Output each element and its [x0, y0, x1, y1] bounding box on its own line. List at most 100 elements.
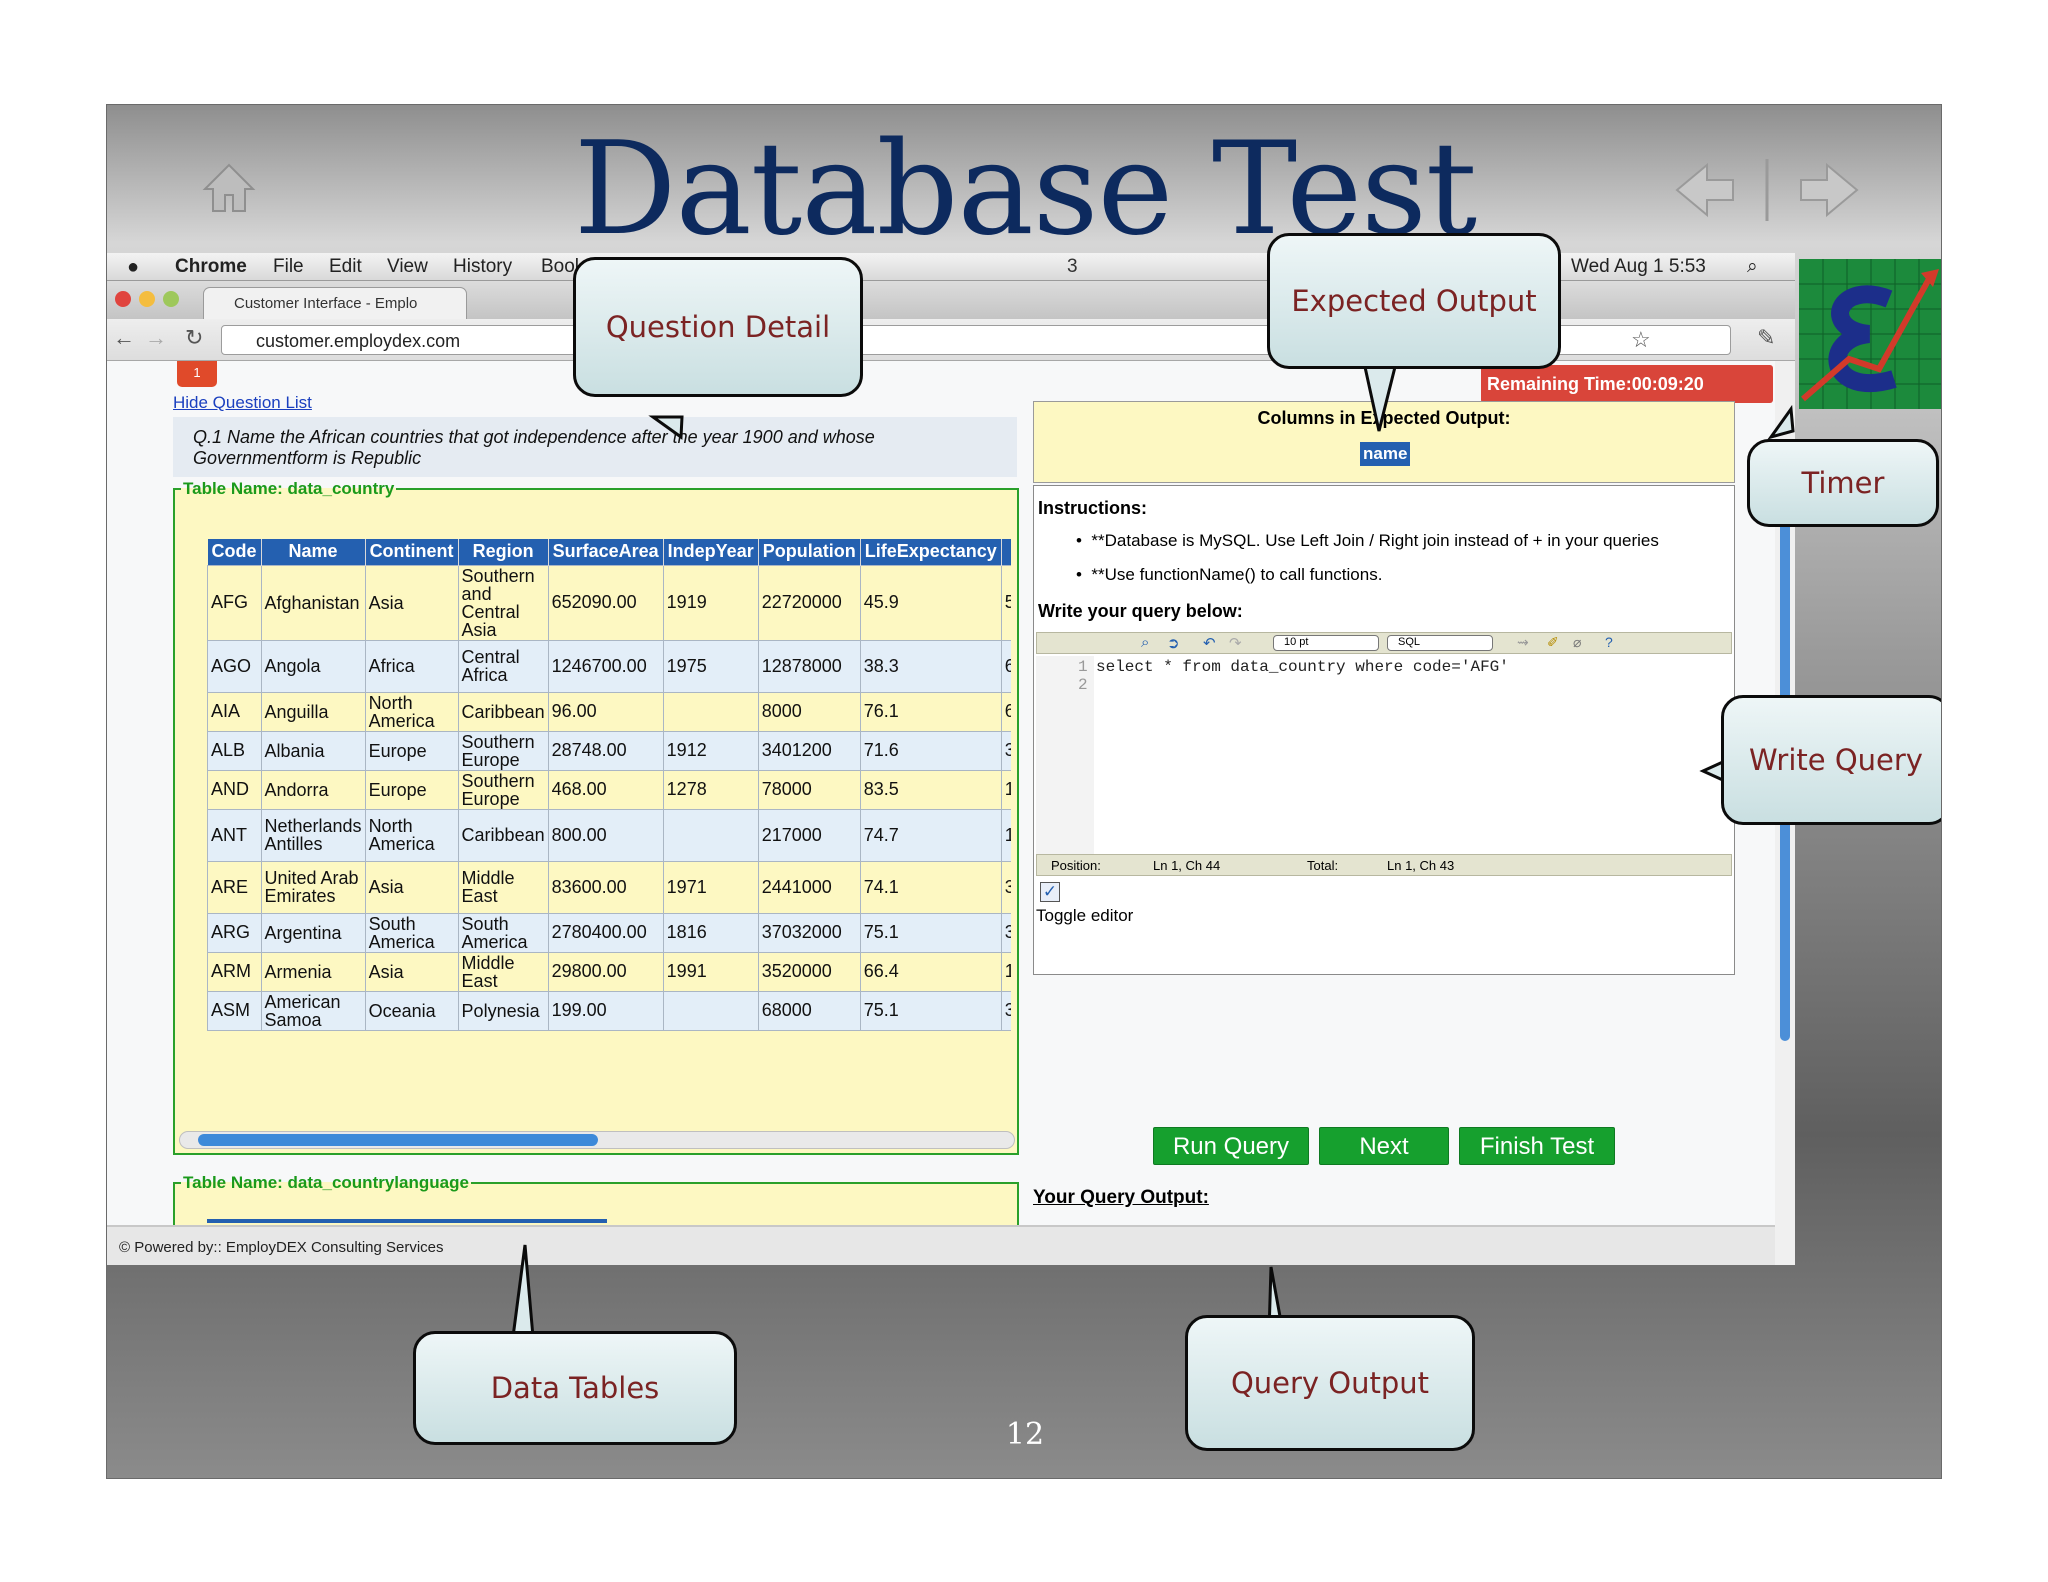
- instructions-title: Instructions:: [1038, 498, 1148, 518]
- instruction-1: • **Database is MySQL. Use Left Join / R…: [1076, 531, 1659, 550]
- table-cell: 29800.00: [547, 951, 664, 992]
- goto-icon[interactable]: ➲: [1167, 635, 1180, 652]
- column-header: SurfaceArea: [548, 539, 664, 565]
- table-cell: ASM: [207, 990, 262, 1031]
- table-cell: 75.1: [859, 912, 1002, 953]
- table-cell: 199.00: [547, 990, 664, 1031]
- table-cell: 1912: [662, 730, 759, 771]
- table-cell: 800.00: [547, 808, 664, 862]
- column-header: LifeExpectancy: [860, 539, 1002, 565]
- reload-icon[interactable]: ↻: [185, 325, 204, 350]
- table-cell: 6: [1000, 639, 1011, 693]
- back-icon[interactable]: ←: [113, 325, 135, 350]
- table-cell: 1: [1000, 808, 1011, 862]
- menu-chrome[interactable]: Chrome: [175, 256, 247, 277]
- menu-view[interactable]: View: [387, 256, 428, 277]
- question-badge[interactable]: 1: [177, 361, 217, 387]
- table-cell: 3: [1000, 990, 1011, 1031]
- hide-question-list-link[interactable]: Hide Question List: [173, 393, 312, 412]
- table-cell: 74.1: [859, 860, 1002, 914]
- query-editor[interactable]: 1 2 select * from data_country where cod…: [1036, 656, 1716, 854]
- undo-icon[interactable]: ↶: [1203, 635, 1216, 652]
- minimize-window-icon[interactable]: [139, 291, 155, 307]
- clean-icon[interactable]: ✐: [1547, 634, 1559, 650]
- toggle-editor-checkbox[interactable]: ✓: [1040, 882, 1060, 902]
- menu-history[interactable]: History: [453, 256, 513, 277]
- table-cell: Southern and Central Asia: [457, 564, 549, 641]
- table-cell: 78000: [757, 769, 861, 810]
- table-cell: 2780400.00: [547, 912, 664, 953]
- callout-write-query: Write Query: [1721, 695, 1941, 825]
- syntax-select[interactable]: SQL: [1387, 635, 1493, 651]
- prev-arrow-icon: [1675, 162, 1734, 218]
- table-cell: 74.7: [859, 808, 1002, 862]
- home-icon[interactable]: [199, 157, 259, 217]
- zoom-window-icon[interactable]: [163, 291, 179, 307]
- finish-test-button[interactable]: Finish Test: [1459, 1127, 1615, 1165]
- table-cell: AFG: [207, 564, 262, 641]
- column-header: Population: [758, 539, 861, 565]
- table-cell: Europe: [364, 730, 459, 771]
- table-cell: ARM: [207, 951, 262, 992]
- table-cell: 1971: [662, 860, 759, 914]
- table-cell: 3520000: [757, 951, 861, 992]
- language-table-panel: Table Name: data_countrylanguage: [173, 1173, 1019, 1233]
- reset-icon[interactable]: ⌀: [1573, 634, 1582, 650]
- menu-edit[interactable]: Edit: [329, 256, 362, 277]
- table-cell: 3: [1000, 730, 1011, 771]
- table-cell: Oceania: [364, 990, 459, 1031]
- page-number: 12: [1005, 1417, 1045, 1452]
- column-header: [1001, 539, 1011, 565]
- menu-file[interactable]: File: [273, 256, 304, 277]
- table-name-language: Table Name: data_countrylanguage: [183, 1173, 469, 1192]
- help-icon[interactable]: ?: [1605, 634, 1613, 650]
- query-text[interactable]: select * from data_country where code='A…: [1096, 658, 1509, 676]
- wrench-icon[interactable]: ✎: [1757, 325, 1776, 350]
- slide-nav-arrows[interactable]: [1667, 155, 1867, 225]
- table-cell: 1919: [662, 564, 759, 641]
- status-count: 3: [1067, 256, 1078, 277]
- editor-statusbar: Position: Ln 1, Ch 44 Total: Ln 1, Ch 43: [1036, 854, 1732, 876]
- spotlight-icon[interactable]: ⌕: [1747, 256, 1758, 277]
- table-name-country: Table Name: data_country: [183, 479, 395, 498]
- table-cell: Central Africa: [457, 639, 549, 693]
- table-cell: United Arab Emirates: [260, 860, 366, 914]
- table-cell: 96.00: [547, 691, 664, 732]
- tab-customer-interface[interactable]: Customer Interface - Emplo: [203, 287, 467, 319]
- editor-toolbar: ⌕ ➲ ↶ ↷ 10 pt SQL ⇝ ✐ ⌀ ?: [1036, 632, 1732, 654]
- font-size-select[interactable]: 10 pt: [1273, 635, 1379, 651]
- scrollbar-thumb[interactable]: [198, 1134, 598, 1146]
- apple-icon[interactable]: ●: [127, 256, 140, 278]
- callout-timer: Timer: [1747, 439, 1939, 527]
- bookmark-star-icon[interactable]: ☆: [1631, 327, 1651, 352]
- table-cell: Southern Europe: [457, 730, 549, 771]
- forward-icon[interactable]: →: [145, 325, 167, 350]
- table-cell: 83600.00: [547, 860, 664, 914]
- table-cell: 1: [1000, 769, 1011, 810]
- horizontal-scrollbar[interactable]: [179, 1131, 1015, 1149]
- table-cell: 8000: [757, 691, 861, 732]
- table-cell: 217000: [757, 808, 861, 862]
- instructions-panel: Instructions: • **Database is MySQL. Use…: [1033, 485, 1735, 975]
- table-cell: 71.6: [859, 730, 1002, 771]
- next-button[interactable]: Next: [1319, 1127, 1449, 1165]
- close-window-icon[interactable]: [115, 291, 131, 307]
- table-cell: ARE: [207, 860, 262, 914]
- table-cell: ALB: [207, 730, 262, 771]
- table-cell: 66.4: [859, 951, 1002, 992]
- line-number: 2: [1078, 676, 1088, 694]
- run-query-button[interactable]: Run Query: [1153, 1127, 1309, 1165]
- table-cell: 468.00: [547, 769, 664, 810]
- redo-icon[interactable]: ↷: [1229, 635, 1242, 652]
- highlight-icon[interactable]: ⇝: [1517, 634, 1529, 650]
- search-icon[interactable]: ⌕: [1141, 634, 1150, 651]
- table-cell: Asia: [364, 951, 459, 992]
